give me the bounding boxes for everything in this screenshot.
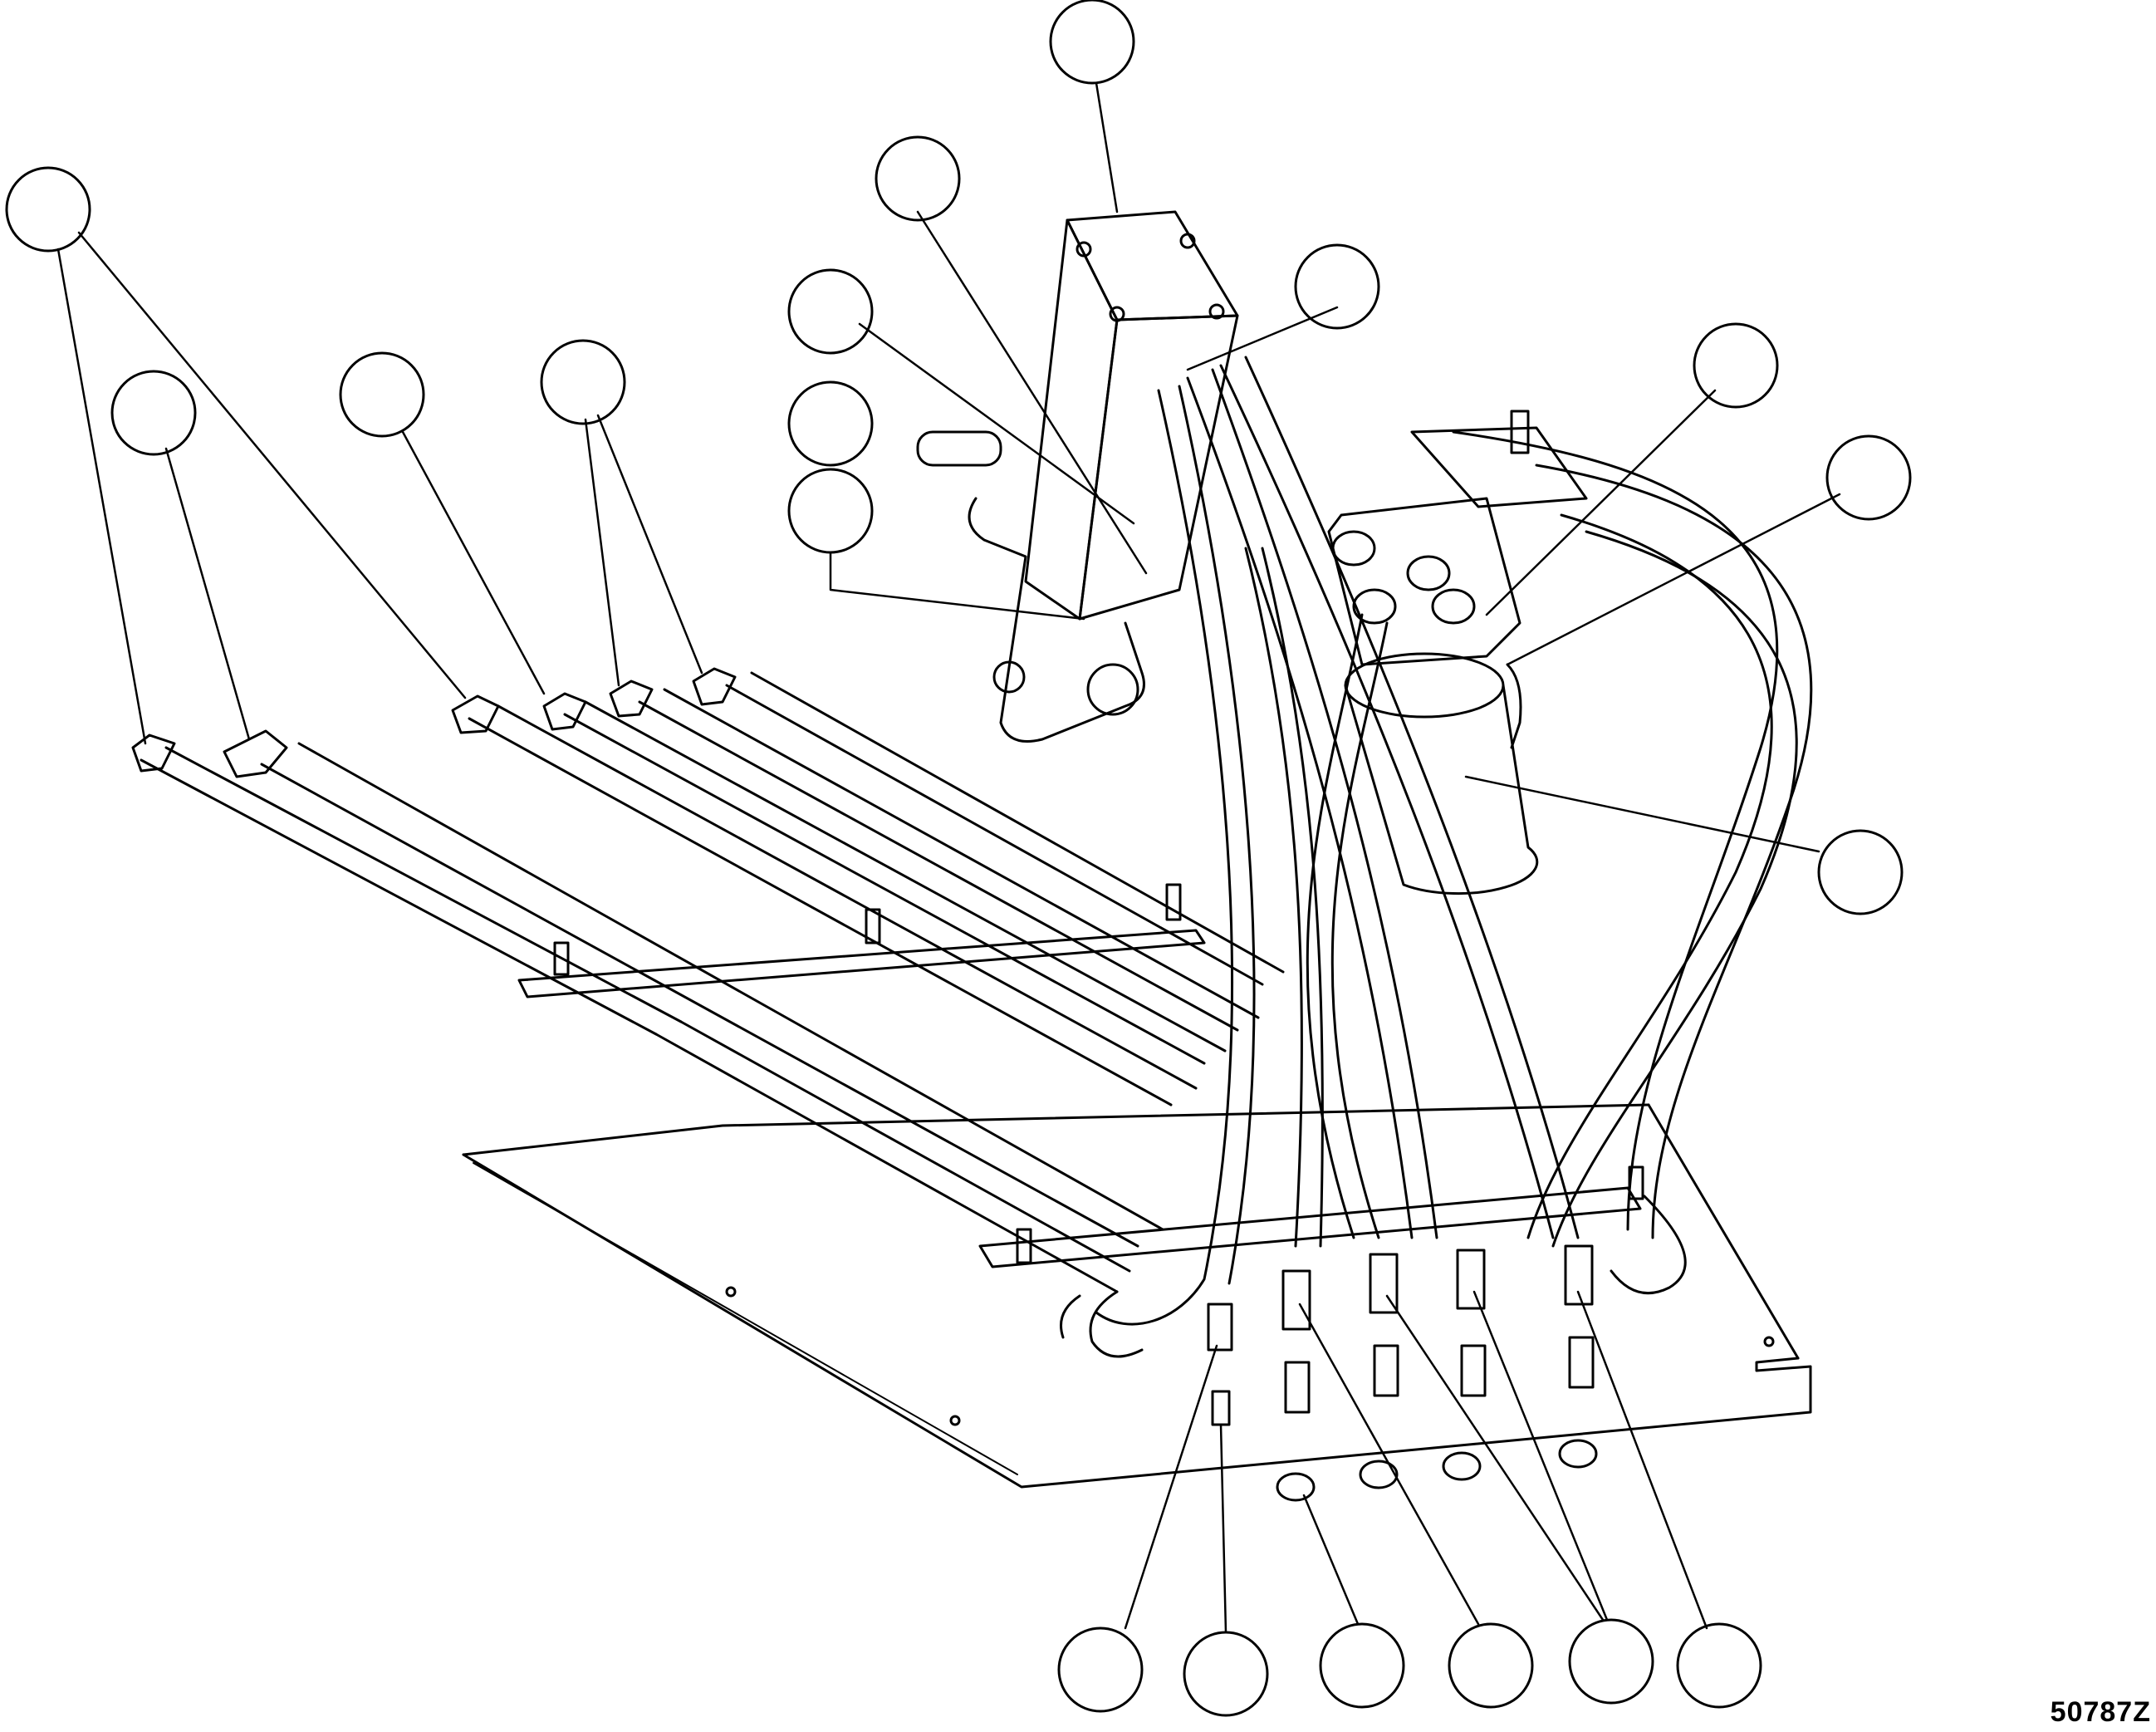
- filter-canister: [1344, 652, 1539, 895]
- bottom-fittings: [1207, 1244, 1598, 1502]
- valve-block: [916, 210, 1239, 743]
- callout-14: [1057, 1627, 1144, 1713]
- base-plate: [462, 1103, 1812, 1489]
- figure-id-label: 50787Z: [2050, 1696, 2151, 1728]
- left-hose-bundle: [140, 671, 1285, 1358]
- callout-3: [787, 268, 874, 355]
- callout-4: [787, 380, 874, 467]
- callout-6: [1294, 243, 1380, 330]
- callout-16: [1319, 1622, 1405, 1709]
- callout-12: [339, 351, 425, 438]
- left-fittings: [131, 667, 737, 778]
- support-rail: [517, 883, 1644, 1268]
- curved-hoses: [1095, 356, 1813, 1326]
- callout-5: [787, 468, 874, 554]
- leader-lines: [56, 81, 1841, 1634]
- callout-9: [1817, 829, 1904, 915]
- callout-18: [1568, 1618, 1654, 1705]
- callout-2: [875, 135, 961, 222]
- callout-13: [540, 339, 626, 425]
- callout-17: [1448, 1622, 1534, 1709]
- callout-10: [5, 166, 91, 253]
- manifold-block: [1327, 410, 1588, 666]
- callout-15: [1183, 1631, 1269, 1717]
- callout-circles: [5, 0, 1912, 1717]
- callout-1: [1049, 0, 1135, 85]
- callout-7: [1693, 322, 1779, 409]
- callout-8: [1825, 434, 1912, 521]
- callout-19: [1676, 1622, 1762, 1709]
- callout-11: [110, 370, 197, 456]
